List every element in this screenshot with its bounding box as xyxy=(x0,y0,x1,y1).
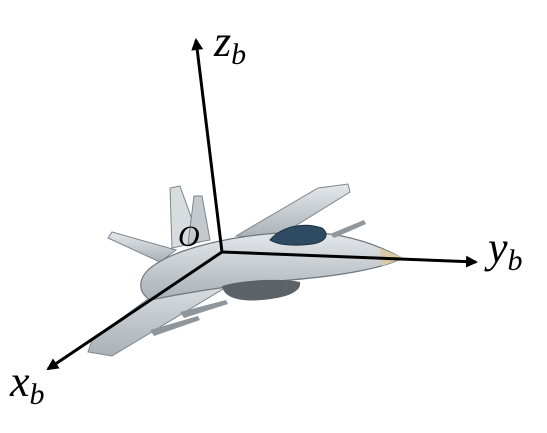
jet-canopy xyxy=(269,224,327,246)
jet-stabilizer xyxy=(107,231,178,263)
x-axis-label-main: x xyxy=(9,357,30,406)
jet-tail-fin-2 xyxy=(187,195,211,245)
jet-belly xyxy=(222,279,301,301)
z-axis-label: zb xyxy=(213,17,246,71)
origin-label: O xyxy=(178,220,200,253)
y-axis-label-sub: b xyxy=(508,244,523,277)
x-axis-line xyxy=(46,250,223,371)
z-axis-label-main: z xyxy=(213,17,231,66)
jet-missile-3 xyxy=(330,220,366,238)
z-axis-label-sub: b xyxy=(231,38,246,71)
y-axis-label: yb xyxy=(484,223,523,277)
x-axis-label-sub: b xyxy=(30,378,45,411)
fighter-jet-illustration xyxy=(87,183,404,357)
axes xyxy=(46,38,478,371)
jet-missile-1 xyxy=(150,316,200,336)
y-axis-label-main: y xyxy=(484,223,508,272)
x-axis-label: xb xyxy=(9,357,45,411)
jet-missile-2 xyxy=(180,300,228,318)
z-axis-line xyxy=(191,38,224,253)
y-axis-line xyxy=(221,250,478,268)
jet-nose xyxy=(380,248,404,266)
